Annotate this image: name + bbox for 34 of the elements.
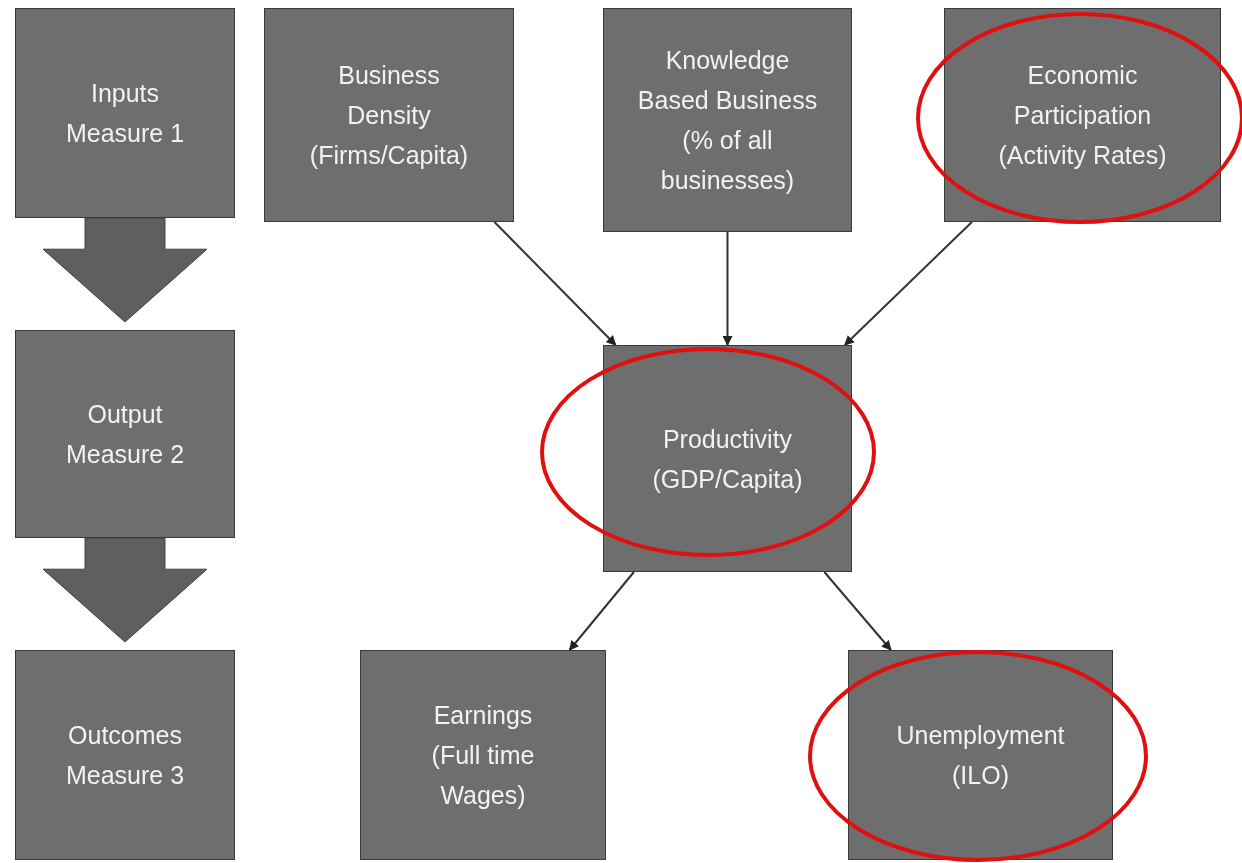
box-subtitle: Measure 2	[65, 439, 185, 470]
box-title: Productivity	[662, 423, 793, 455]
box-subtitle: (ILO)	[952, 760, 1009, 791]
measure-box	[360, 650, 606, 860]
block-arrow	[42, 217, 208, 323]
box-subtitle: Measure 3	[65, 760, 185, 791]
measure-box	[15, 330, 235, 538]
measure-box	[603, 8, 852, 232]
arrow	[843, 221, 973, 346]
arrow	[823, 571, 892, 651]
box-subtitle: (Activity Rates)	[998, 140, 1167, 171]
arrow	[568, 571, 635, 651]
box-title: Inputs	[90, 78, 160, 109]
box-title: Economic Participation	[1012, 60, 1153, 131]
box-subtitle: (% of all businesses)	[659, 125, 796, 196]
measure-box	[944, 8, 1221, 222]
arrow	[722, 231, 733, 346]
measure-box	[15, 8, 235, 218]
box-subtitle: (GDP/Capita)	[652, 463, 803, 495]
box-title: Knowledge Based Business	[637, 45, 818, 116]
box-title: Earnings	[433, 700, 533, 731]
box-title: Outcomes	[68, 720, 182, 751]
box-title: Business Density	[337, 60, 441, 131]
arrow	[493, 221, 617, 346]
measure-box	[15, 650, 235, 860]
box-title: Unemployment	[896, 720, 1065, 751]
box-subtitle: (Firms/Capita)	[309, 140, 469, 171]
measure-box	[264, 8, 514, 222]
box-title: Output	[87, 399, 163, 430]
measure-box	[603, 345, 852, 572]
box-subtitle: (Full time Wages)	[430, 740, 536, 811]
measure-box	[848, 650, 1113, 860]
block-arrow	[42, 537, 208, 643]
box-subtitle: Measure 1	[65, 118, 185, 149]
